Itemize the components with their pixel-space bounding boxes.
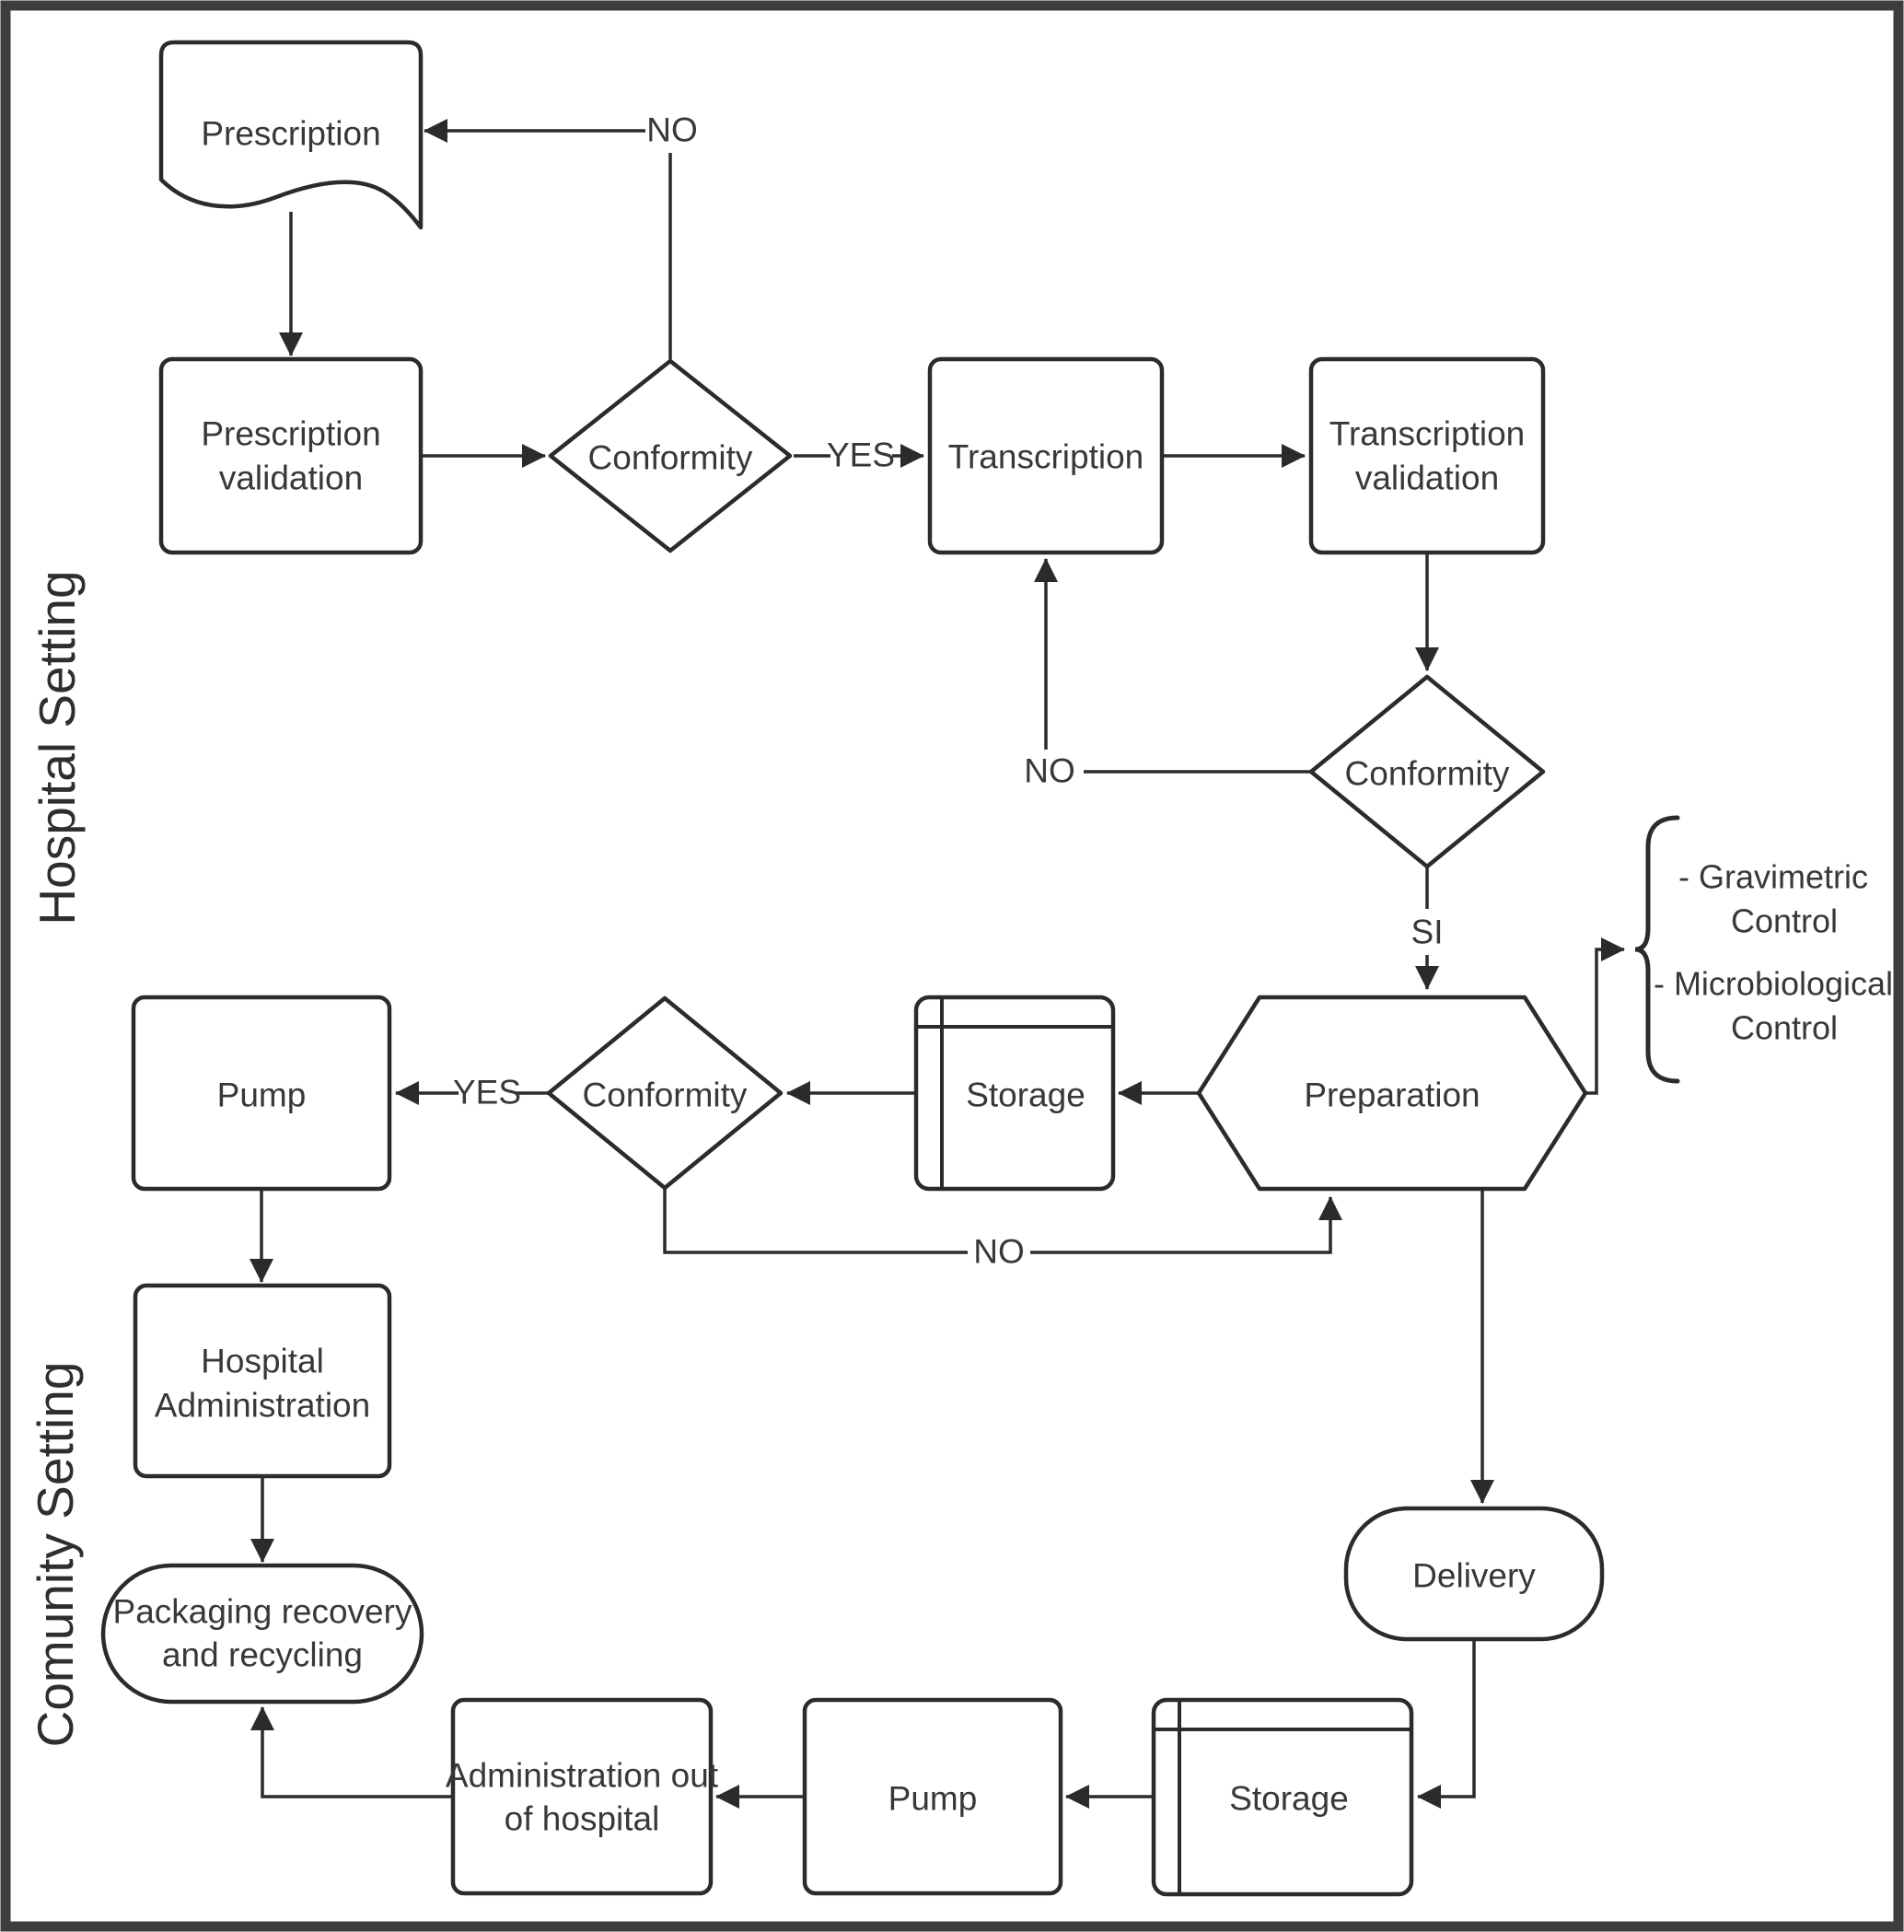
section-community-setting: Comunity Setting [27,1362,84,1748]
microbiological-control-line1: - Microbiological [1654,965,1893,1003]
edge-label-no-transcription: NO [1024,752,1075,790]
gravimetric-control-line1: - Gravimetric [1678,858,1868,896]
packaging-recovery-label-line2: and recycling [162,1636,363,1674]
node-storage-hospital [913,995,1116,1192]
node-pump-hospital [131,995,392,1192]
controls-annotation: - Gravimetric Control - Microbiological … [1654,858,1893,1047]
delivery-label: Delivery [1412,1557,1536,1595]
transcription-validation-label-line1: Transcription [1329,415,1525,453]
node-pump-community [802,1697,1063,1896]
administration-out-label-line2: of hospital [505,1800,660,1838]
administration-out-label-line1: Administration out [446,1757,719,1795]
storage-hospital-label: Storage [966,1077,1086,1114]
edges [250,119,1625,1809]
conformity-2-label: Conformity [1345,755,1510,793]
conformity-3-label: Conformity [583,1077,748,1114]
storage-community-label: Storage [1229,1780,1349,1818]
edge-label-yes-transcription: YES [827,436,895,474]
microbiological-control-line2: Control [1731,1009,1838,1047]
node-hospital-administration [133,1283,392,1479]
preparation-label: Preparation [1304,1077,1480,1114]
transcription-label: Transcription [948,438,1144,476]
hospital-administration-label-line2: Administration [155,1387,370,1425]
node-prescription [158,40,424,230]
section-labels: Hospital Setting Comunity Setting [27,570,86,1747]
prescription-validation-label-line1: Prescription [201,415,380,453]
prescription-label: Prescription [201,115,380,153]
node-packaging-recovery [100,1563,424,1705]
decision-conformity-1 [548,358,793,553]
edge-administration-out-to-packaging [250,1706,453,1798]
node-transcription [927,356,1165,555]
decision-conformity-2 [1308,674,1546,869]
edge-label-si-preparation: SI [1411,914,1444,951]
node-transcription-validation [1308,356,1546,555]
node-storage-community [1151,1697,1414,1897]
pump-community-label: Pump [888,1780,978,1818]
node-preparation [1196,995,1588,1192]
prescription-validation-label-line2: validation [219,460,363,497]
node-administration-out [450,1697,714,1896]
node-prescription-validation [158,356,424,555]
pump-hospital-label: Pump [217,1077,307,1114]
edge-delivery-to-storage [1417,1639,1476,1809]
edge-label-yes-pump: YES [453,1074,521,1111]
node-labels: Prescription Prescription validation Con… [113,115,1537,1838]
controls-brace-icon [1634,815,1680,1084]
packaging-recovery-label-line1: Packaging recovery [113,1593,412,1631]
transcription-validation-label-line2: validation [1355,460,1499,497]
edge-label-no-preparation: NO [973,1233,1025,1271]
conformity-1-label: Conformity [588,439,753,477]
edge-label-no-prescription: NO [646,111,698,149]
section-hospital-setting: Hospital Setting [29,570,86,925]
gravimetric-control-line2: Control [1731,902,1838,940]
edge-labels: NO YES NO SI YES NO [453,111,1444,1271]
decision-conformity-3 [546,995,784,1191]
edge-preparation-to-controls [1585,937,1625,1095]
node-delivery [1343,1506,1605,1642]
edge-conformity3-no-left [663,1188,968,1254]
nodes [100,40,1680,1897]
edge-no-to-preparation [1030,1196,1342,1254]
hospital-administration-label-line1: Hospital [201,1343,324,1380]
